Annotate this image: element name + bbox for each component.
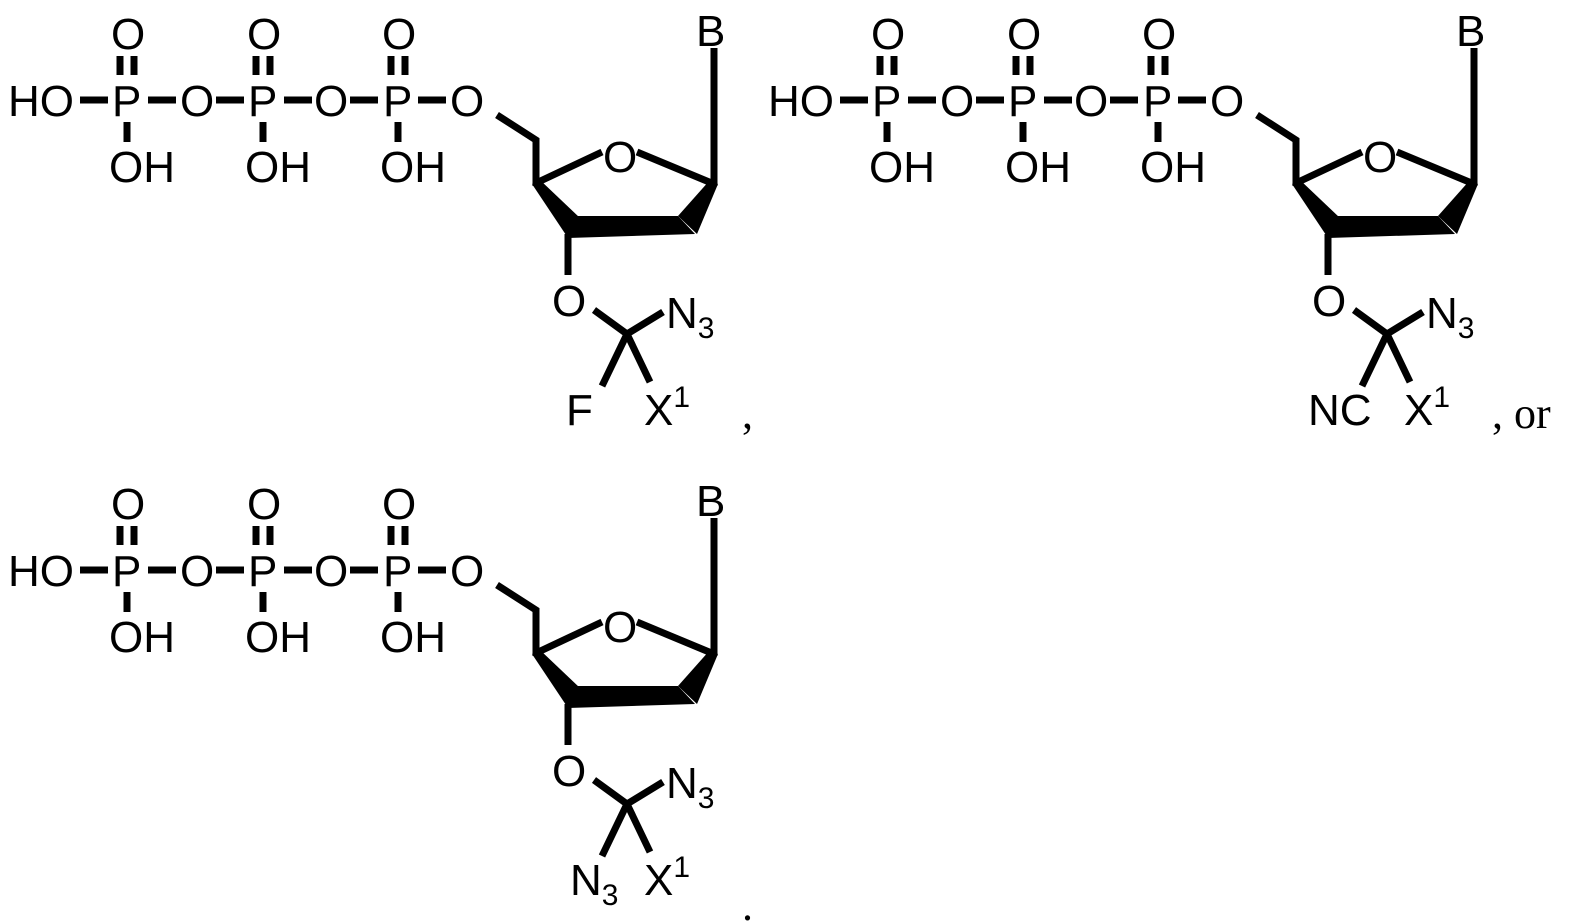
acetal-substituent: O N3 NC X1 (1308, 277, 1474, 435)
x1-label: X1 (644, 851, 690, 905)
hydroxyl-2: OH (245, 613, 311, 662)
structure-1: HO P O P O P O O O O OH OH OH O B (8, 7, 753, 438)
hydroxyl-1: OH (869, 143, 935, 192)
phosphate-chain-bonds (80, 56, 446, 142)
phosphorus-1: P (112, 547, 141, 596)
phosphorus-2: P (248, 547, 277, 596)
ring-oxygen: O (1363, 133, 1397, 182)
double-bond-oxygen-3: O (382, 10, 416, 59)
phosphate-chain-labels: HO P O P O P O O O O OH OH OH (768, 10, 1244, 192)
bridging-oxygen-1: O (940, 77, 974, 126)
hydroxyl-2: OH (1005, 143, 1071, 192)
bridging-oxygen-1: O (180, 547, 214, 596)
double-bond-oxygen-3: O (1142, 10, 1176, 59)
base-label: B (696, 7, 725, 56)
structure-2: HO P O P O P O O O O OH OH OH O B (768, 7, 1551, 438)
hydroxyl-1: OH (109, 143, 175, 192)
cyano-label: NC (1308, 386, 1372, 435)
double-bond-oxygen-1: O (111, 480, 145, 529)
bridging-oxygen-1: O (180, 77, 214, 126)
double-bond-oxygen-2: O (247, 10, 281, 59)
double-bond-oxygen-1: O (111, 10, 145, 59)
terminal-hydroxyl: HO (8, 547, 74, 596)
azide-lower: N3 (570, 856, 618, 912)
trailing-period: . (742, 881, 753, 922)
acetal-substituent: O N3 F X1 (552, 277, 714, 435)
azide-upper: N3 (666, 759, 714, 815)
phosphorus-1: P (112, 77, 141, 126)
fluorine-label: F (566, 386, 593, 435)
x1-label: X1 (644, 381, 690, 435)
phosphorus-3: P (383, 547, 412, 596)
phosphorus-3: P (1143, 77, 1172, 126)
phosphate-chain-bonds (80, 526, 446, 612)
ether-oxygen: O (552, 277, 586, 326)
trailing-comma: , (742, 389, 753, 438)
phosphorus-2: P (1008, 77, 1037, 126)
ring-oxygen: O (603, 603, 637, 652)
azide-upper: N3 (666, 289, 714, 345)
bridging-oxygen-2: O (314, 547, 348, 596)
hydroxyl-3: OH (380, 613, 446, 662)
phosphate-chain-labels: HO P O P O P O O O O OH OH OH (8, 10, 484, 192)
structure-3: HO P O P O P O O O O OH OH OH O B (8, 477, 753, 922)
phosphate-chain-labels: HO P O P O P O O O O OH OH OH (8, 480, 484, 662)
terminal-hydroxyl: HO (8, 77, 74, 126)
sugar-ring: O B (495, 477, 725, 745)
bridging-oxygen-3: O (450, 77, 484, 126)
phosphorus-3: P (383, 77, 412, 126)
terminal-hydroxyl: HO (768, 77, 834, 126)
azide-upper: N3 (1426, 289, 1474, 345)
sugar-ring: O B (1255, 7, 1485, 275)
base-label: B (696, 477, 725, 526)
base-label: B (1456, 7, 1485, 56)
trailing-or: , or (1492, 389, 1551, 438)
double-bond-oxygen-1: O (871, 10, 905, 59)
hydroxyl-2: OH (245, 143, 311, 192)
ether-oxygen: O (1312, 277, 1346, 326)
phosphate-chain-bonds (840, 56, 1206, 142)
ether-oxygen: O (552, 747, 586, 796)
sugar-ring: O B (495, 7, 725, 275)
hydroxyl-3: OH (1140, 143, 1206, 192)
ring-oxygen: O (603, 133, 637, 182)
hydroxyl-1: OH (109, 613, 175, 662)
double-bond-oxygen-2: O (1007, 10, 1041, 59)
bridging-oxygen-2: O (314, 77, 348, 126)
x1-label: X1 (1404, 381, 1450, 435)
bridging-oxygen-3: O (1210, 77, 1244, 126)
phosphorus-2: P (248, 77, 277, 126)
bridging-oxygen-3: O (450, 547, 484, 596)
acetal-substituent: O N3 N3 X1 (552, 747, 714, 912)
hydroxyl-3: OH (380, 143, 446, 192)
double-bond-oxygen-2: O (247, 480, 281, 529)
phosphorus-1: P (872, 77, 901, 126)
double-bond-oxygen-3: O (382, 480, 416, 529)
bridging-oxygen-2: O (1074, 77, 1108, 126)
